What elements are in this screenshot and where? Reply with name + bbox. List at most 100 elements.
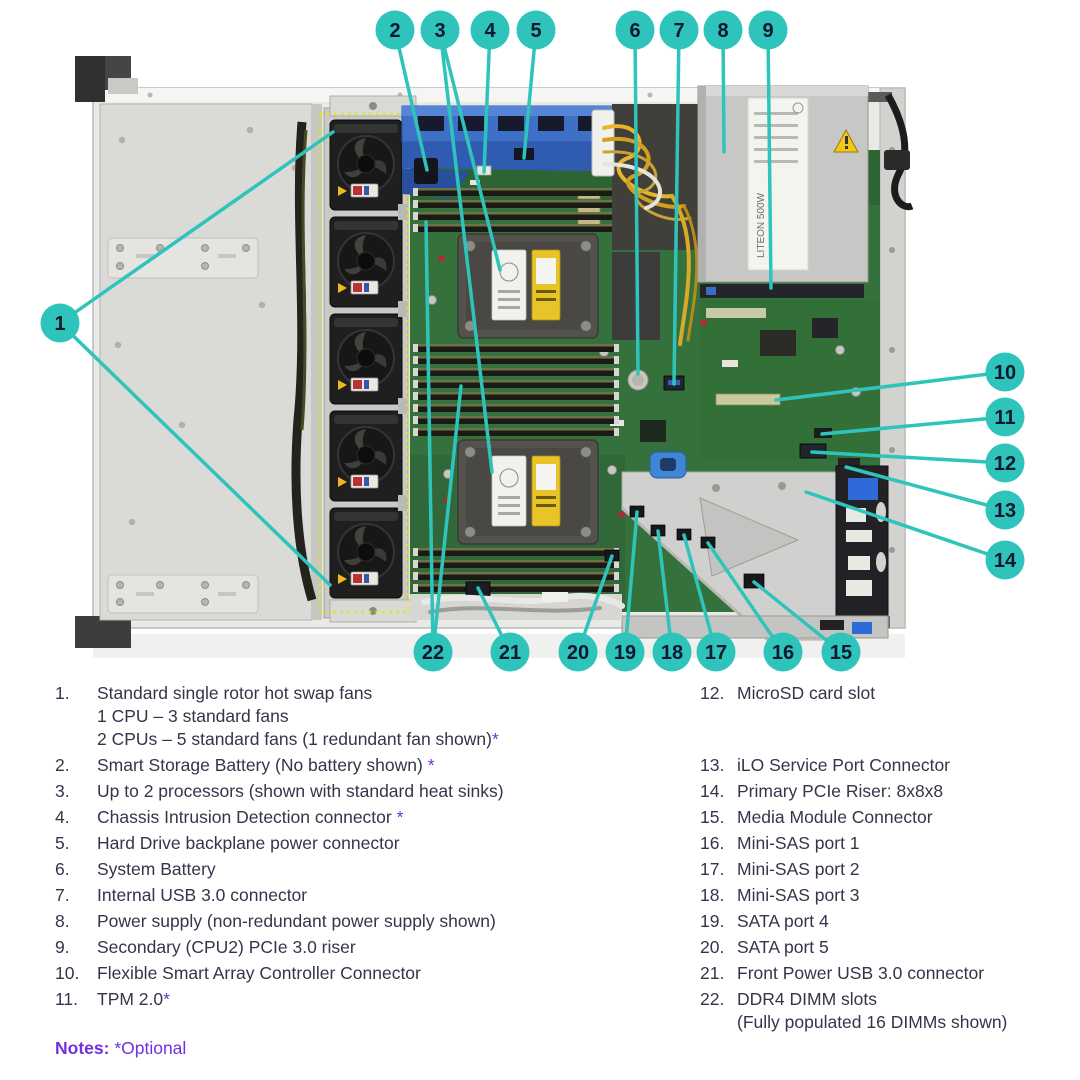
legend-item-text: SATA port 5 [737,937,829,957]
legend-item: 14. Primary PCIe Riser: 8x8x8 [700,780,1070,803]
callout-6-leader-line [633,28,640,376]
legend-item: 2. Smart Storage Battery (No battery show… [55,754,655,777]
legend-item: 17.Mini-SAS port 2 [700,858,1070,881]
legend-item-number: 4. [55,807,70,827]
legend-item-number: 1. [55,683,70,703]
callout-18-number: 18 [661,642,683,664]
riser-info-panel [835,465,889,617]
legend-item-text: Power supply (non-redundant power supply… [97,911,496,931]
legend-item: 12. MicroSD card slot [700,682,1070,751]
callout-18-leader-line [656,529,674,654]
callout-8: 8 [703,10,743,50]
callout-12-leader-line [810,450,1007,465]
legend-item-number: 11. [55,989,79,1009]
callout-14-leader-line [804,490,1007,562]
power-connector-cables [591,104,700,346]
legend-item: 10.Flexible Smart Array Controller Conne… [55,962,655,985]
smart-array-connector [715,393,781,406]
callout-9: 9 [748,10,788,50]
callout-22-circle [413,632,453,672]
callout-8-circle [703,10,743,50]
legend-item: 13.iLO Service Port Connector [700,754,1070,777]
callout-14-circle [985,540,1025,580]
optional-asterisk: * [491,729,499,749]
legend-item-number: 20. [700,937,725,957]
callout-16-number: 16 [772,642,794,664]
legend-item: 8.Power supply (non-redundant power supp… [55,910,655,933]
legend-item-number: 12. [700,683,725,703]
callout-15-number: 15 [830,642,852,664]
callout-7-circle [659,10,699,50]
legend-item-number: 2. [55,755,70,775]
callout-1-leader-line [58,130,335,325]
callout-5-circle [516,10,556,50]
callout-6-circle [615,10,655,50]
legend-item: 9.Secondary (CPU2) PCIe 3.0 riser [55,936,655,959]
callout-18: 18 [652,632,692,672]
legend-item-number: 9. [55,937,70,957]
callout-12-circle [985,443,1025,483]
callout-14: 14 [985,540,1025,580]
callout-4-number: 4 [484,20,496,42]
callout-2: 2 [375,10,415,50]
legend-item-number: 6. [55,859,70,879]
legend-item-text: Internal USB 3.0 connector [97,885,308,905]
callout-11-leader-line [820,415,1007,436]
callout-9-circle [748,10,788,50]
callout-1-circle [40,303,80,343]
legend-item: 11.TPM 2.0* [55,988,655,1011]
optional-asterisk: * [427,755,435,775]
legend-item: 4.Chassis Intrusion Detection connector … [55,806,655,829]
callout-17-number: 17 [705,642,727,664]
power-supply: LITEON 500W [697,85,869,298]
callout-22-leader-line [431,384,463,654]
optional-asterisk: * [163,989,170,1009]
rack-ear-top-left [75,56,138,102]
callout-16: 16 [763,632,803,672]
callout-11: 11 [985,397,1025,437]
callout-8-number: 8 [717,20,728,42]
callout-11-circle [985,397,1025,437]
callout-12: 12 [985,443,1025,483]
legend-item-text: Smart Storage Battery (No battery shown)… [97,755,435,775]
callout-15-circle [821,632,861,672]
callout-20-number: 20 [567,642,589,664]
legend-item-text: MicroSD card slot [737,683,876,703]
primary-pcie-riser [620,451,889,642]
rear-cable-strap [884,93,914,211]
secondary-pcie-riser-slot [700,284,864,298]
legend-item: 19.SATA port 4 [700,910,1070,933]
psu-warning-label [833,128,859,153]
legend-item-number: 10. [55,963,80,983]
legend-item-number: 17. [700,859,725,879]
legend-item-number: 14. [700,781,725,801]
callout-3-number: 3 [434,20,445,42]
legend-item-text: Up to 2 processors (shown with standard … [97,781,504,801]
legend-item-number: 16. [700,833,725,853]
legend-item: 6.System Battery [55,858,655,881]
legend-item-text: Media Module Connector [737,807,933,827]
cpu1-heatsink [457,233,599,339]
legend-item-text: Hard Drive backplane power connector [97,833,400,853]
callout-13-circle [985,490,1025,530]
legend-item: 5.Hard Drive backplane power connector [55,832,655,855]
legend-item: 15.Media Module Connector [700,806,1070,829]
legend-item-text: Primary PCIe Riser: 8x8x8 [737,781,944,801]
legend-item-text: Mini-SAS port 3 [737,885,860,905]
callout-2-number: 2 [389,20,400,42]
callout-11-number: 11 [994,407,1015,429]
notes-label: Notes: [55,1038,110,1058]
legend-item-text: Mini-SAS port 1 [737,833,860,853]
legend-item-text: iLO Service Port Connector [737,755,951,775]
callout-20: 20 [558,632,598,672]
callout-5: 5 [516,10,556,50]
callout-16-leader-line [706,541,785,654]
legend-column-right: 12. MicroSD card slot 13.iLO Service Port… [700,682,1070,1037]
fan-cable-bundle [291,121,317,602]
callout-16-circle [763,632,803,672]
callout-10: 10 [985,352,1025,392]
callout-7: 7 [659,10,699,50]
callout-1: 1 [40,303,80,343]
